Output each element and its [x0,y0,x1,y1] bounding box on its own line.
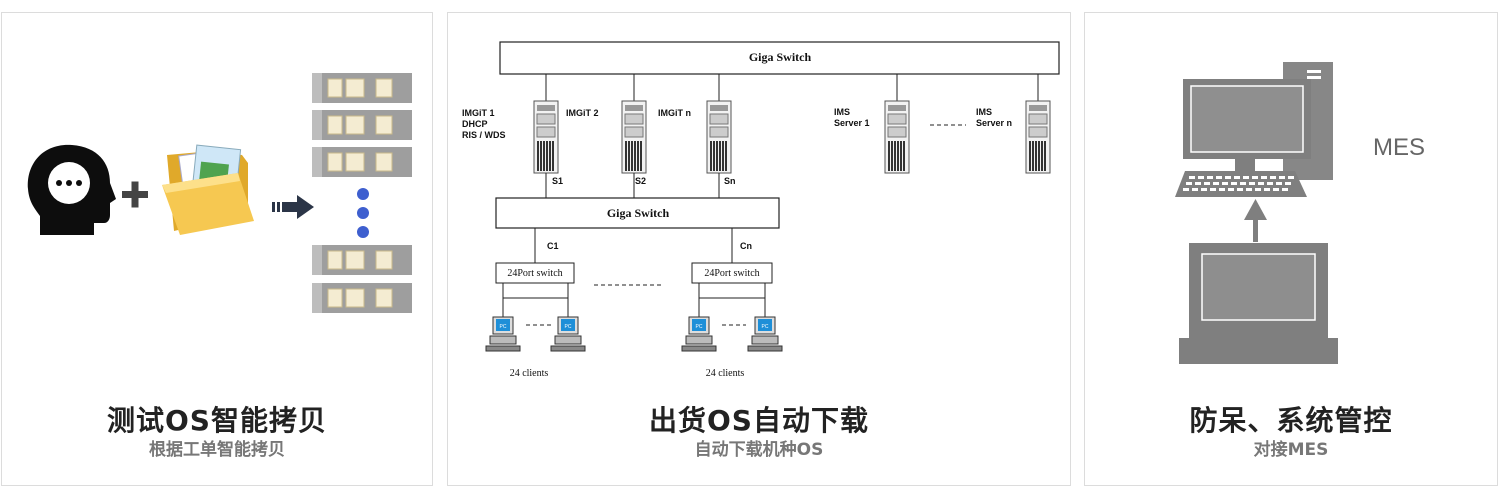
mid-switch-label: Giga Switch [607,206,670,220]
card-subtitle: 根据工单智能拷贝 [149,440,285,460]
c1-label: C1 [547,241,559,251]
svg-text:DHCP: DHCP [462,119,488,129]
svg-text:IMS: IMS [834,107,850,117]
port-switch-left [495,262,575,284]
server-tower-icon [621,100,647,174]
os-copy-illustration [27,73,412,313]
svg-text:Server n: Server n [976,118,1012,128]
left-pc-links [502,283,569,318]
port-switch-left-label: 24Port switch [507,268,562,279]
usb-drive-icon [312,283,412,313]
server-tower-icon [706,100,732,174]
top-switch-label: Giga Switch [749,50,812,64]
port-switch-right [691,262,773,284]
feature-card-mes: MES 防呆、系统管控 对接MES [1084,12,1498,486]
svg-text:Server 1: Server 1 [834,118,870,128]
server-tower-icon [1025,100,1051,174]
svg-text:RIS / WDS: RIS / WDS [462,130,506,140]
usb-drive-icon [312,110,412,140]
card-subtitle: 自动下载机种OS [694,440,824,460]
cn-label: Cn [740,241,752,251]
mid-giga-switch [495,197,780,229]
laptop-icon [1179,243,1338,364]
sn-label: Sn [724,176,736,186]
pc-screen-label: PC [762,324,769,330]
card-title: 测试OS智能拷贝 [107,404,327,437]
server-tower-icon [884,100,910,174]
arrow-up-icon [1244,199,1267,242]
usb-drive-icon [312,245,412,275]
network-diagram: Giga Switch IMGiT 1 DHCP RIS / WDS IMGiT… [462,41,1060,379]
server1-label: IMGiT 1 DHCP RIS / WDS [462,108,506,140]
folder-icon [162,144,254,235]
server-tower-icon [533,100,559,174]
feature-card-os-copy: 测试OS智能拷贝 根据工单智能拷贝 [1,12,433,486]
ims1-label: IMS Server 1 [834,107,870,128]
card-title: 防呆、系统管控 [1189,404,1393,437]
server-group [533,100,1051,174]
right-pc-links [698,283,766,318]
usb-drive-icon [312,147,412,177]
pc-screen-label: PC [500,324,507,330]
pc-icon: PC [681,316,717,352]
top-giga-switch [499,41,1060,75]
more-dots-icon [357,188,369,238]
desktop-computer-icon [1175,62,1333,197]
plus-icon [122,181,148,208]
server3-label: IMGiT n [658,108,691,118]
pc-icon: PC [485,316,521,352]
clients-right-label: 24 clients [706,368,745,379]
arrow-right-icon [272,195,314,219]
port-switch-right-label: 24Port switch [704,268,759,279]
mes-illustration: MES [1175,62,1425,364]
feature-card-os-download: Giga Switch IMGiT 1 DHCP RIS / WDS IMGiT… [447,12,1071,486]
card-title: 出货OS自动下载 [649,404,869,437]
clients-left-label: 24 clients [510,368,549,379]
imsn-label: IMS Server n [976,107,1012,128]
server2-label: IMGiT 2 [566,108,599,118]
card-subtitle: 对接MES [1253,440,1329,460]
usb-drive-stack [312,73,412,313]
pc-screen-label: PC [565,324,572,330]
s1-label: S1 [552,176,563,186]
pc-screen-label: PC [696,324,703,330]
svg-text:IMS: IMS [976,107,992,117]
head-chat-icon [27,144,116,235]
s2-label: S2 [635,176,646,186]
usb-drive-icon [312,73,412,103]
svg-text:IMGiT 1: IMGiT 1 [462,108,495,118]
pc-icon: PC [550,316,586,352]
mes-label: MES [1373,134,1425,161]
client-pcs: PC PC PC PC [485,316,783,352]
pc-icon: PC [747,316,783,352]
